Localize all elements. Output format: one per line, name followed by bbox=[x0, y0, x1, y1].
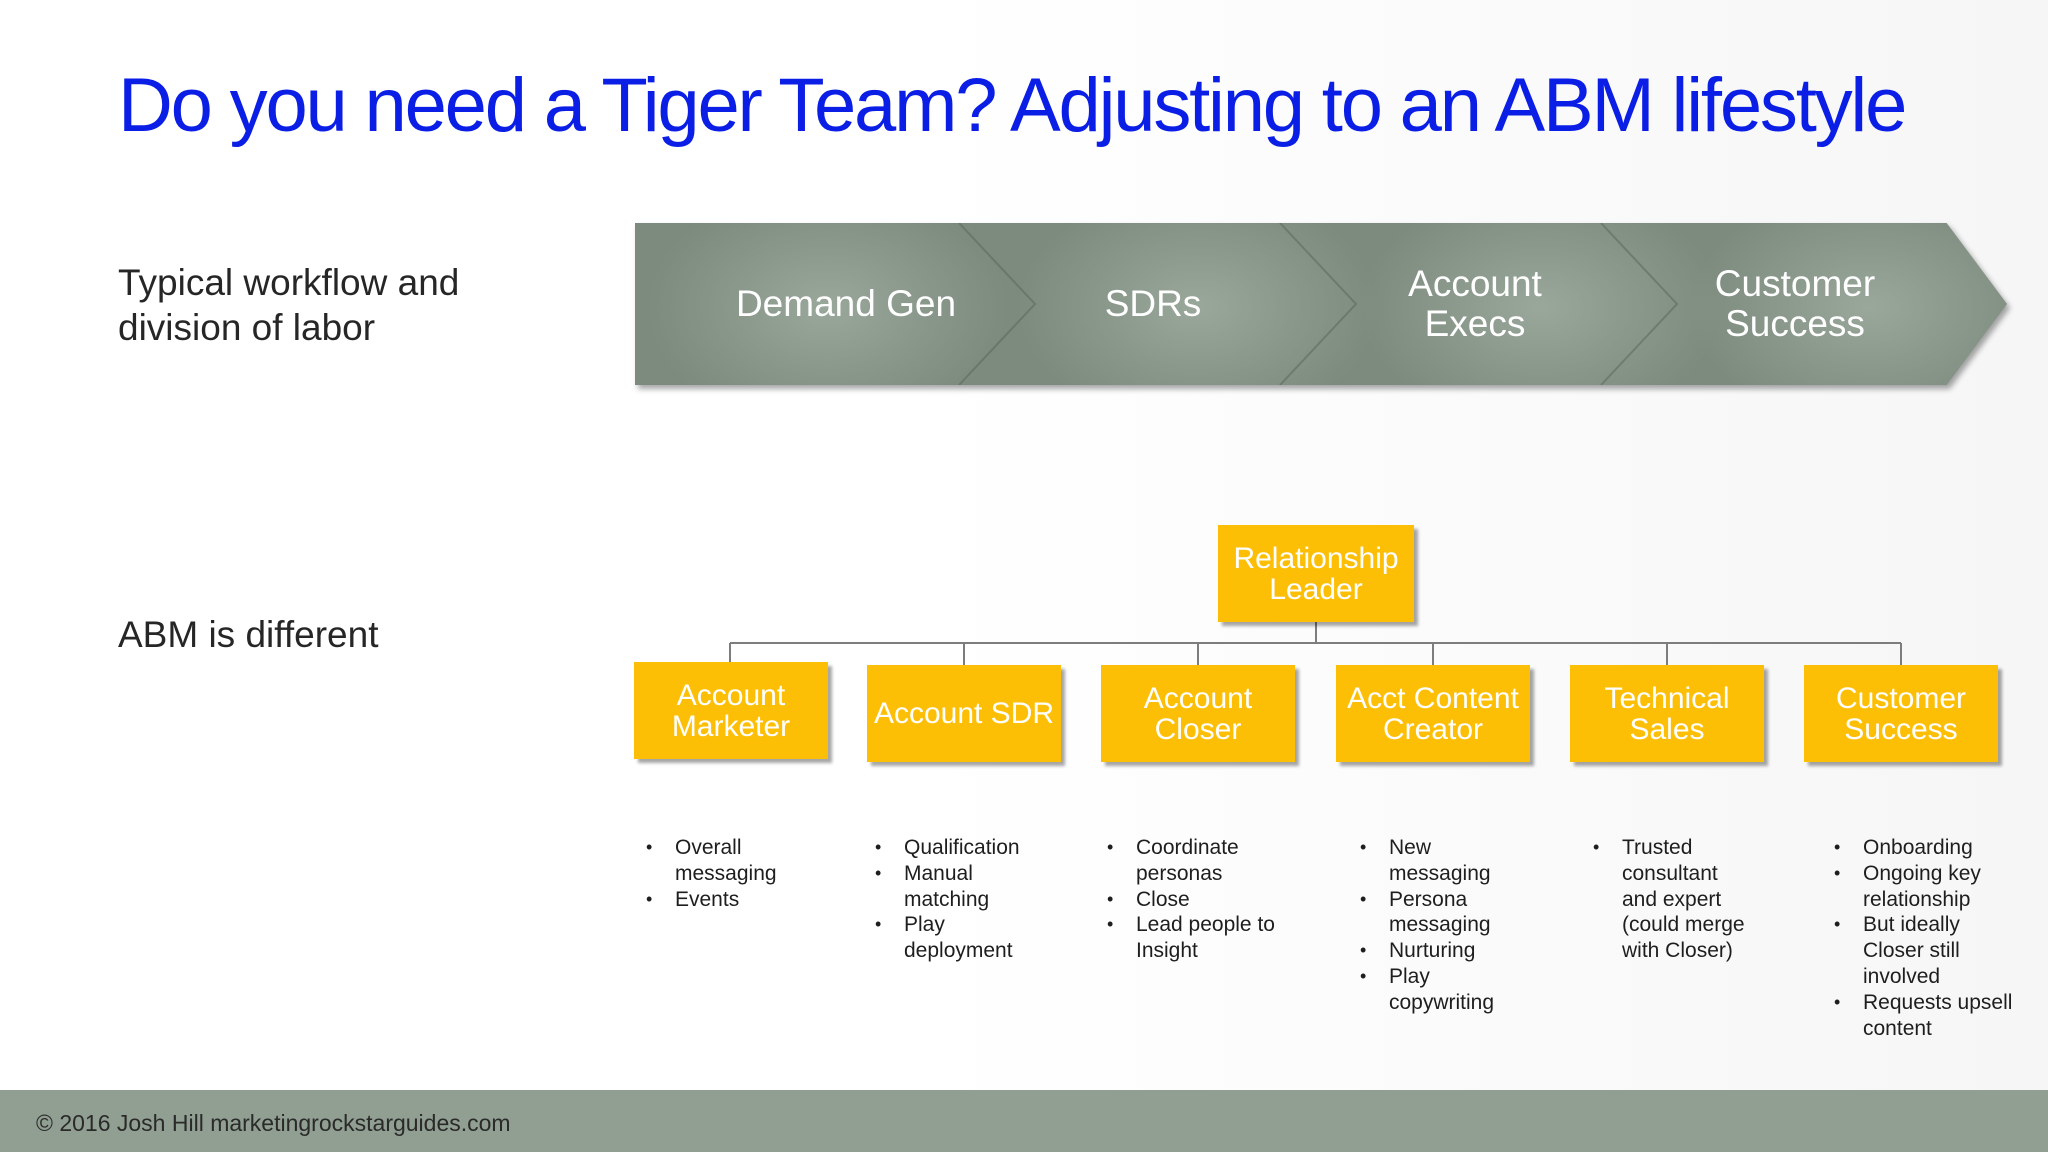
org-child-acct-content-creator: Acct Content Creator bbox=[1336, 665, 1530, 762]
workflow-chevron: Demand Gen SDRs Account Execs Customer S… bbox=[635, 223, 2007, 385]
org-root-relationship-leader: Relationship Leader bbox=[1218, 525, 1414, 622]
bullets-account-closer: Coordinate personas Close Lead people to… bbox=[1107, 835, 1277, 964]
workflow-separators bbox=[958, 223, 1679, 385]
footer-copyright: © 2016 Josh Hill marketingrockstarguides… bbox=[36, 1110, 511, 1136]
bullet-item: Ongoing key relationship bbox=[1834, 861, 2014, 913]
stage-customer-success: Customer Success bbox=[1635, 223, 1955, 385]
bullets-technical-sales: Trusted consultant and expert (could mer… bbox=[1593, 835, 1753, 964]
org-box-label: Account Closer bbox=[1143, 681, 1253, 746]
org-box-label: Technical Sales bbox=[1604, 681, 1730, 746]
bullets-customer-success: Onboarding Ongoing key relationship But … bbox=[1834, 835, 2014, 1041]
bullet-item: Onboarding bbox=[1834, 835, 2014, 861]
bullet-item: Requests upsell content bbox=[1834, 990, 2014, 1042]
bullets-account-sdr: Qualification Manual matching Play deplo… bbox=[875, 835, 1045, 964]
org-child-account-marketer: Account Marketer bbox=[634, 662, 828, 759]
bullet-item: Events bbox=[646, 887, 796, 913]
workflow-label: Typical workflow and division of labor bbox=[118, 262, 460, 348]
org-child-account-sdr: Account SDR bbox=[867, 665, 1061, 762]
bullet-item: Trusted consultant and expert (could mer… bbox=[1593, 835, 1753, 964]
abm-label: ABM is different bbox=[118, 614, 379, 655]
bullets-account-marketer: Overall messaging Events bbox=[646, 835, 796, 912]
stage-label: Demand Gen bbox=[735, 283, 957, 324]
slide-title: Do you need a Tiger Team? Adjusting to a… bbox=[118, 63, 1907, 148]
bullet-item: New messaging bbox=[1360, 835, 1510, 887]
bullet-item: Play deployment bbox=[875, 912, 1045, 964]
bullet-item: Play copywriting bbox=[1360, 964, 1510, 1016]
bullet-item: Nurturing bbox=[1360, 938, 1510, 964]
separator-2 bbox=[1279, 223, 1358, 385]
bullet-item: Persona messaging bbox=[1360, 887, 1510, 939]
bullet-item: Qualification bbox=[875, 835, 1045, 861]
bullet-item: Overall messaging bbox=[646, 835, 796, 887]
org-child-account-closer: Account Closer bbox=[1101, 665, 1295, 762]
stage-account-execs: Account Execs bbox=[1315, 223, 1635, 385]
org-box-label: Account SDR bbox=[873, 697, 1055, 730]
org-box-label: Account Marketer bbox=[671, 678, 791, 743]
org-child-technical-sales: Technical Sales bbox=[1570, 665, 1764, 762]
separator-1 bbox=[958, 223, 1037, 385]
stage-sdrs: SDRs bbox=[1003, 223, 1303, 385]
org-box-label: Acct Content Creator bbox=[1347, 681, 1519, 746]
bullet-item: But ideally Closer still involved bbox=[1834, 912, 2014, 989]
bullet-item: Coordinate personas bbox=[1107, 835, 1277, 887]
separator-3 bbox=[1600, 223, 1679, 385]
org-box-label: Customer Success bbox=[1835, 681, 1967, 746]
workflow-arrow-shape bbox=[635, 223, 2007, 385]
footer-bar: © 2016 Josh Hill marketingrockstarguides… bbox=[0, 1090, 2048, 1152]
stage-demand-gen: Demand Gen bbox=[675, 223, 1017, 385]
bullet-item: Lead people to Insight bbox=[1107, 912, 1277, 964]
org-box-label: Relationship Leader bbox=[1233, 541, 1399, 606]
org-child-customer-success: Customer Success bbox=[1804, 665, 1998, 762]
stage-label: SDRs bbox=[1104, 283, 1202, 324]
bullet-item: Manual matching bbox=[875, 861, 1045, 913]
stage-label: Account Execs bbox=[1408, 263, 1542, 344]
bullets-acct-content-creator: New messaging Persona messaging Nurturin… bbox=[1360, 835, 1510, 1016]
bullet-item: Close bbox=[1107, 887, 1277, 913]
stage-label: Customer Success bbox=[1714, 263, 1876, 344]
